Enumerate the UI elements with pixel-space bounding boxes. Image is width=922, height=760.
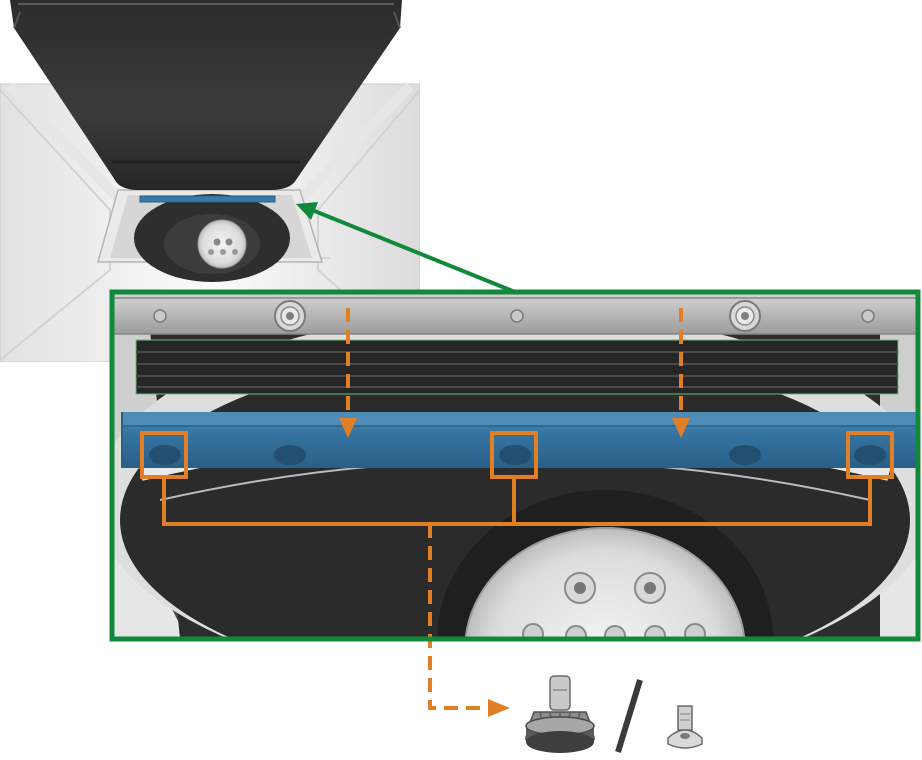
bar-screw-left	[274, 300, 306, 332]
overview-image	[0, 0, 420, 362]
button-head-screw-icon	[667, 705, 703, 749]
callout-pointer	[311, 208, 516, 294]
orange-annotations	[140, 308, 894, 717]
detail-callout	[112, 292, 918, 639]
arrow-head-right	[672, 418, 690, 438]
bar-screw-right	[729, 300, 761, 332]
rubber-strip	[135, 339, 899, 395]
connector-line	[162, 477, 872, 526]
dashed-leader	[428, 524, 492, 710]
arrow-head-left	[339, 418, 357, 438]
green-callout	[109, 202, 921, 642]
thumb-screw-icon	[525, 675, 595, 753]
metal-bar	[112, 297, 918, 335]
blue-bracket	[121, 412, 918, 468]
slash-separator-icon	[615, 679, 643, 753]
callout-pointer-head	[296, 202, 318, 220]
leader-arrow-head	[488, 699, 510, 717]
disc-bolts	[522, 572, 706, 639]
